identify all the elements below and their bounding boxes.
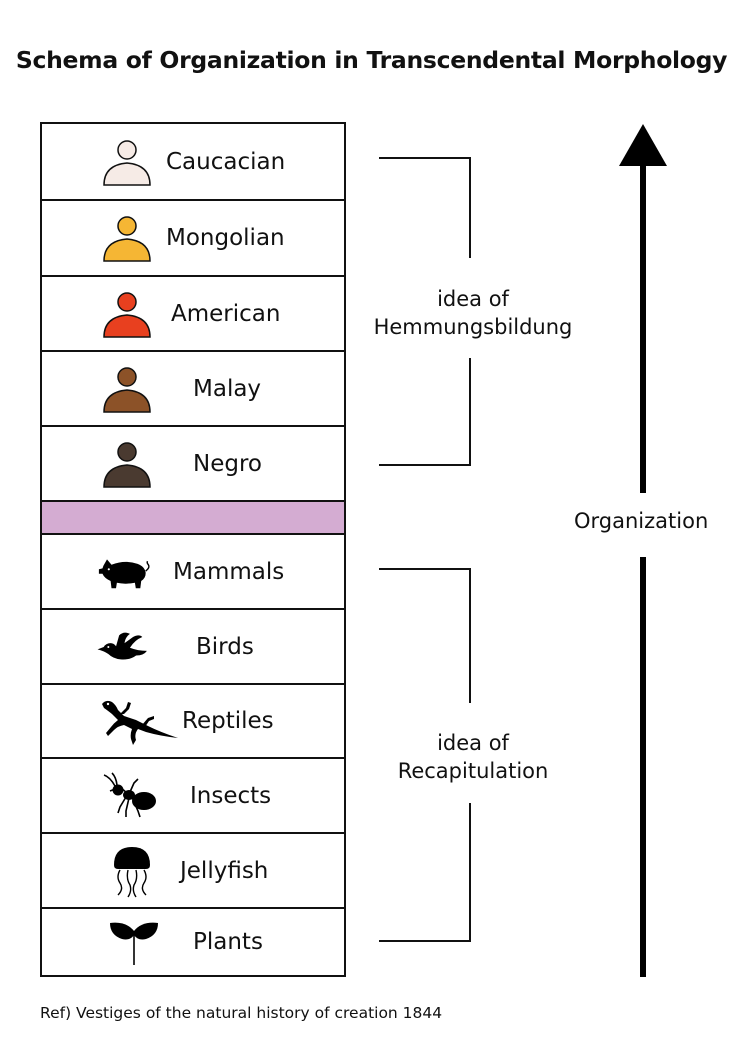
row-label: Insects — [190, 782, 272, 809]
row-american: American — [42, 277, 344, 352]
upper-bracket-line1: idea of — [437, 287, 509, 311]
diagram-title: Schema of Organization in Transcendental… — [15, 46, 728, 74]
row-label: Reptiles — [182, 708, 274, 734]
row-label: American — [171, 300, 281, 327]
jellyfish-icon — [114, 846, 150, 897]
upper-bracket-label: idea of Hemmungsbildung — [358, 285, 588, 341]
person-icon — [103, 139, 151, 186]
lower-bracket-line1: idea of — [437, 731, 509, 755]
lizard-icon — [102, 700, 178, 745]
row-reptiles: Reptiles — [42, 685, 344, 759]
row-mongolian: Mongolian — [42, 201, 344, 277]
row-label: Negro — [193, 450, 262, 477]
organization-axis-label: Organization — [574, 509, 709, 533]
row-caucacian: Caucacian — [42, 124, 344, 201]
sprout-icon — [110, 922, 158, 965]
hierarchy-stack: Caucacian Mongolian American Malay Negro — [40, 122, 346, 977]
lower-bracket-label: idea of Recapitulation — [358, 729, 588, 785]
ant-icon — [103, 771, 156, 817]
row-label: Mammals — [173, 558, 285, 585]
person-icon — [103, 216, 151, 262]
row-label: Caucacian — [166, 148, 286, 175]
separator-band — [42, 502, 344, 535]
person-icon — [103, 291, 151, 338]
row-label: Plants — [193, 929, 263, 955]
row-label: Mongolian — [166, 225, 285, 251]
row-insects: Insects — [42, 759, 344, 834]
row-label: Jellyfish — [180, 857, 269, 884]
row-birds: Birds — [42, 610, 344, 685]
lower-bracket-line2: Recapitulation — [397, 759, 549, 783]
arrowhead-icon — [619, 124, 667, 166]
bird-icon — [97, 632, 147, 659]
row-jellyfish: Jellyfish — [42, 834, 344, 909]
row-plants: Plants — [42, 909, 344, 975]
upper-bracket — [379, 157, 471, 466]
row-label: Birds — [196, 633, 254, 660]
row-negro: Negro — [42, 427, 344, 502]
pig-icon — [98, 558, 150, 588]
person-icon — [103, 441, 151, 488]
reference-note: Ref) Vestiges of the natural history of … — [40, 1004, 443, 1022]
row-mammals: Mammals — [42, 535, 344, 610]
row-malay: Malay — [42, 352, 344, 427]
person-icon — [103, 366, 151, 413]
row-label: Malay — [193, 375, 262, 402]
upper-bracket-line2: Hemmungsbildung — [373, 315, 573, 339]
organization-arrow — [619, 124, 667, 977]
lower-bracket — [379, 568, 471, 942]
